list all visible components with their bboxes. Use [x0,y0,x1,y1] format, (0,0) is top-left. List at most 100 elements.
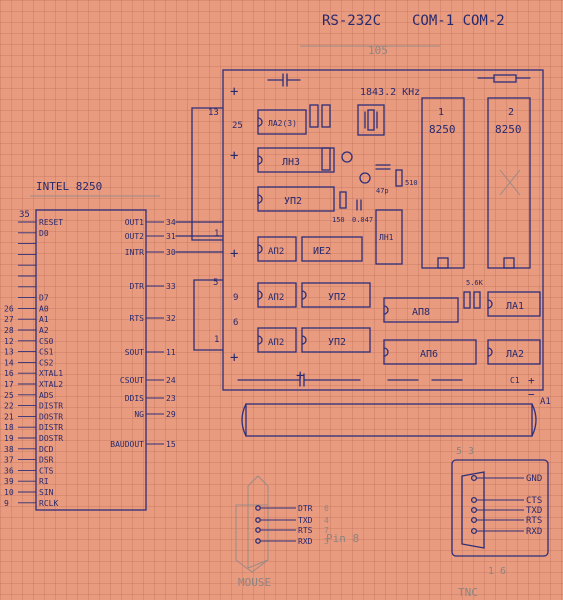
left-pin-name: RI [39,477,49,486]
right-pin-number: 15 [166,440,176,449]
left-pin-number: 12 [4,337,14,346]
left-pin-number: 9 [4,499,9,508]
resistor-510-label: 510 [405,179,418,187]
label-pin25: 25 [232,121,243,131]
left-pin-number: 39 [4,477,14,486]
right-pin-number: 29 [166,410,176,419]
board-outline [222,69,544,391]
cap-47p-label: 47р [376,187,389,195]
mouse-pin-dot [255,538,261,544]
cap-0047: 0.047 [352,199,373,224]
chip-ap2c-label: АП2 [268,338,284,348]
tnc-pin-name: RXD [526,527,542,537]
chip-la1: ЛА1 [487,291,541,317]
tnc-pin-name: GND [526,474,542,484]
chip-ap6-label: АП6 [420,349,438,360]
left-pin-number: 26 [4,304,14,313]
tnc-shell [461,471,485,549]
right-pin-number: 11 [166,348,176,357]
left-pin-name: CS1 [39,348,54,357]
chip-yp2c: УП2 [301,327,371,353]
tnc-outline [451,459,549,557]
left-pin-number: 28 [4,326,14,335]
db9-bracket [193,279,224,351]
plus-marker-3: + [230,246,238,262]
left-pin-number: 27 [4,315,14,324]
small-components-top [309,104,371,184]
label-pin1: 1 [214,229,219,239]
left-pin-number: 16 [4,369,14,378]
chip-ie2-label: ИЕ2 [313,246,331,257]
label-pin5: 5 [213,278,218,288]
left-pin-name: DOSTR [39,412,63,421]
chip-yp2c-label: УП2 [328,337,346,348]
chip-yp2b: УП2 [301,282,371,308]
mouse-pin-dot [255,527,261,533]
crystal-label: 1843.2 KHz [360,87,420,98]
bottom-rail: C1 A1 − + [237,373,551,407]
chip-yp2a: УП2 [257,186,335,212]
uart-2: 2 8250 [487,97,531,269]
label-pin9: 9 [233,293,238,303]
plus-marker-2: + [230,148,238,164]
chip-ap6: АП6 [383,339,477,365]
resistor-top-right [493,74,517,83]
mouse-pin-dot [255,505,261,511]
db25-bracket [191,107,224,241]
left-pin-name: DISTR [39,423,63,432]
chip-ln1-label: ЛН1 [379,233,394,242]
left-pin-number: 21 [4,412,14,421]
right-pin-name: SOUT [125,348,144,357]
left-pin-number: 17 [4,380,14,389]
mouse-pin-dot [255,517,261,523]
left-pin-name: A0 [39,304,49,313]
plus-marker-1: + [230,84,238,100]
right-pin-name: RTS [130,314,145,323]
mouse-pin-name: DTR [298,504,313,513]
chip-la1-label: ЛА1 [506,301,524,312]
right-pin-number: 24 [166,376,176,385]
title-ports: COM-1 COM-2 [412,13,505,29]
left-pin-number: 38 [4,445,14,454]
chip-la2-label: ЛА2 [506,349,524,360]
right-pin-number: 34 [166,218,176,227]
chip-ln1: ЛН1 [375,209,403,265]
left-pin-name: CS2 [39,358,54,367]
left-pin-number: 37 [4,456,14,465]
resistor-150: 150 [332,191,347,224]
mouse-pin-name: RTS [298,526,313,535]
left-pin-number: 14 [4,358,14,367]
left-pin-name: D7 [39,294,49,303]
left-pin-name: ADS [39,391,54,400]
uart-1-num: 1 [438,107,444,118]
tnc-title: TNC [458,586,478,599]
rail-minus-label: − [528,388,535,401]
left-pin-name: DCD [39,445,54,454]
left-pin-name: A1 [39,315,49,324]
chip-ap2b: АП2 [257,282,297,308]
left-pin-name: CS0 [39,337,54,346]
crystal: 1843.2 KHz [357,87,420,136]
left-pin-name: RESET [39,218,63,227]
uart-2-num: 2 [508,107,514,118]
chip-ap2b-label: АП2 [268,293,284,303]
mouse-pin-number: 7 [324,526,329,535]
left-pin-number: 19 [4,434,14,443]
mouse-pin-name: TXD [298,516,313,525]
left-pin-number: 36 [4,466,14,475]
chip-la2: ЛА2 [487,339,541,365]
chip-lnz-label: ЛН3 [282,157,300,168]
mouse-title: MOUSE [238,576,271,589]
right-pin-number: 30 [166,248,176,257]
tnc-pin-name: RTS [526,516,542,526]
left-pin-name: DOSTR [39,434,63,443]
